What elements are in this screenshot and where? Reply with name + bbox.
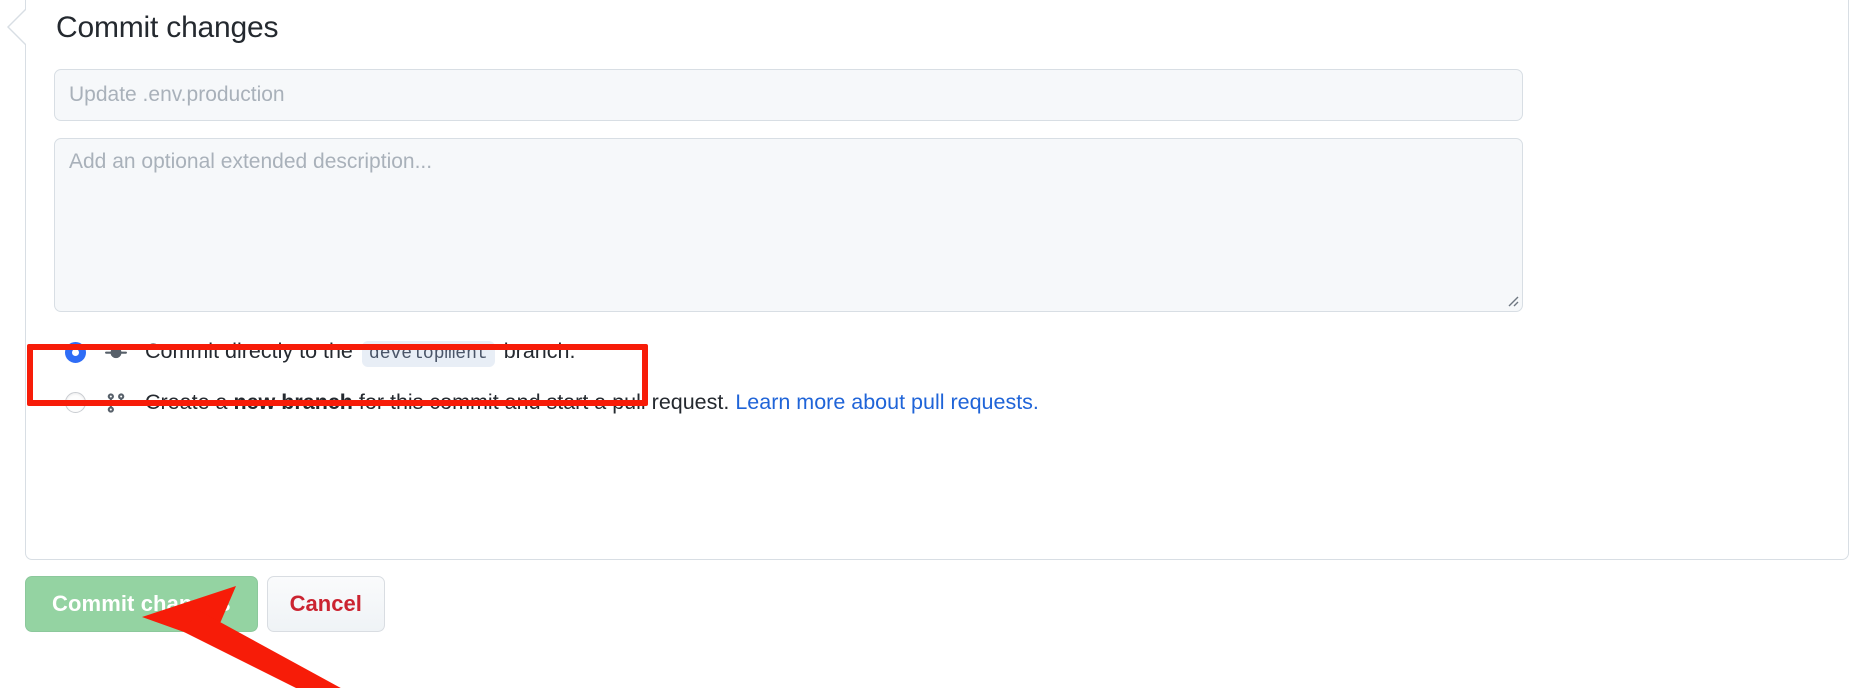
- radio-create-new-branch[interactable]: [65, 392, 86, 413]
- option-text-after: branch.: [503, 339, 576, 364]
- commit-changes-card: Commit changes Commit direct: [7, 0, 1849, 560]
- commit-changes-button[interactable]: Commit changes: [25, 576, 258, 632]
- commit-description-textarea[interactable]: [54, 137, 1523, 312]
- cancel-button[interactable]: Cancel: [266, 576, 385, 632]
- description-field-wrap: [54, 137, 1523, 312]
- option-label-create-new-branch: Create a new branch for this commit and …: [145, 389, 1039, 417]
- commit-target-options: Commit directly to the development branc…: [54, 328, 1820, 428]
- form-actions: Commit changes Cancel: [25, 576, 385, 632]
- git-commit-icon: [103, 340, 129, 366]
- commit-summary-input[interactable]: [54, 68, 1523, 121]
- branch-name-badge: development: [361, 341, 495, 368]
- option-row-create-new-branch[interactable]: Create a new branch for this commit and …: [54, 378, 1820, 428]
- card-body: Commit changes Commit direct: [26, 0, 1848, 428]
- card-pointer-notch-inner: [9, 8, 28, 46]
- option-label-commit-directly: Commit directly to the development branc…: [145, 338, 576, 368]
- git-branch-icon: [103, 390, 129, 416]
- radio-commit-directly[interactable]: [65, 342, 86, 363]
- option-emphasis-new-branch: new branch: [233, 389, 353, 414]
- page-title: Commit changes: [56, 11, 279, 44]
- option-text-before: Commit directly to the: [145, 339, 353, 364]
- option-text-before: Create a: [145, 389, 228, 414]
- learn-more-pull-requests-link[interactable]: Learn more about pull requests.: [735, 389, 1039, 414]
- option-text-after: for this commit and start a pull request…: [358, 389, 730, 414]
- option-row-commit-directly[interactable]: Commit directly to the development branc…: [54, 328, 1820, 378]
